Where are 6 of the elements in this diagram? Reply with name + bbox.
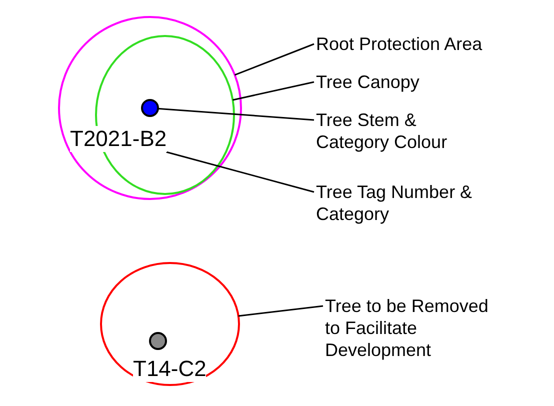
tree-tag-text: T2021-B2 [70,126,167,152]
leader-line [166,151,314,193]
leader-line [234,43,314,76]
leader-line [158,108,314,121]
leader-line [232,81,314,101]
leader-line [238,305,324,317]
